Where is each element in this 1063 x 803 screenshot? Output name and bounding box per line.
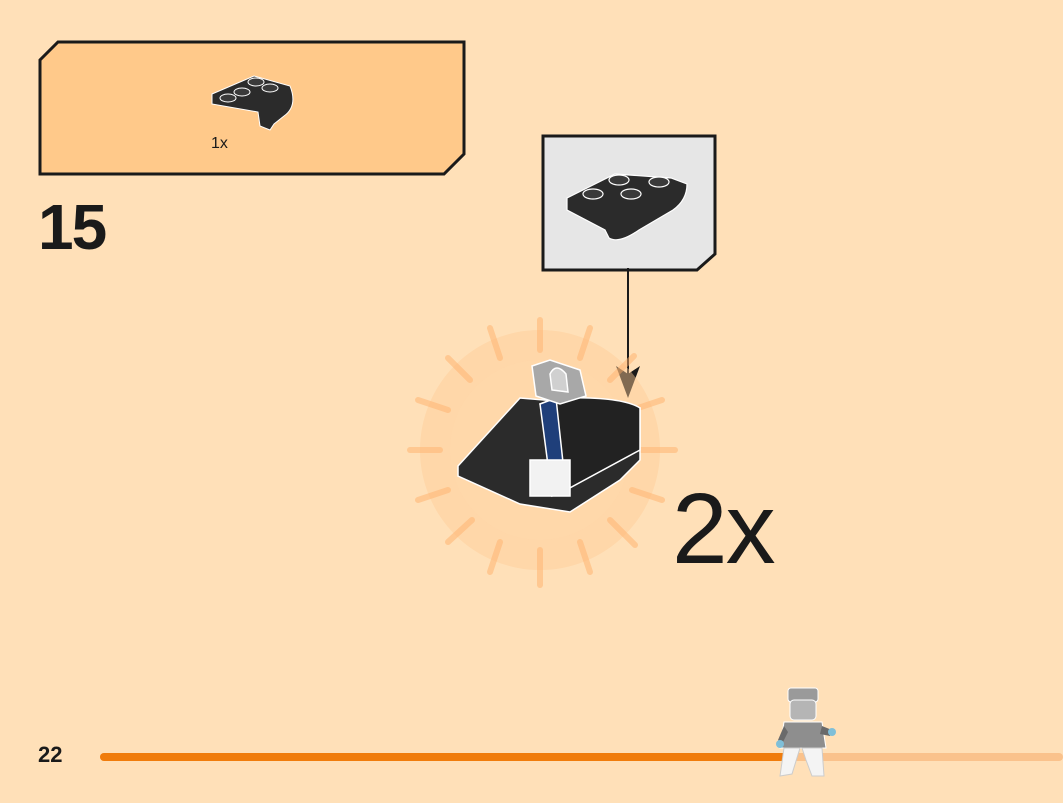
page-number: 22 [38, 742, 63, 767]
assembly-illustration [407, 317, 678, 588]
progress-fill [100, 753, 794, 761]
black-inverted-slope-plate-icon [566, 173, 688, 241]
down-arrow-icon [616, 268, 640, 398]
part-quantity: 1x [211, 135, 228, 152]
subassembly-callout [541, 134, 717, 272]
parts-callout: 1x [38, 40, 466, 176]
step-number: 15 [38, 191, 107, 263]
black-inverted-slope-plate-icon [211, 75, 294, 131]
assembled-brick [457, 359, 641, 513]
subassembly-multiplier: 2x [672, 473, 776, 585]
minifigure-icon [776, 687, 836, 777]
